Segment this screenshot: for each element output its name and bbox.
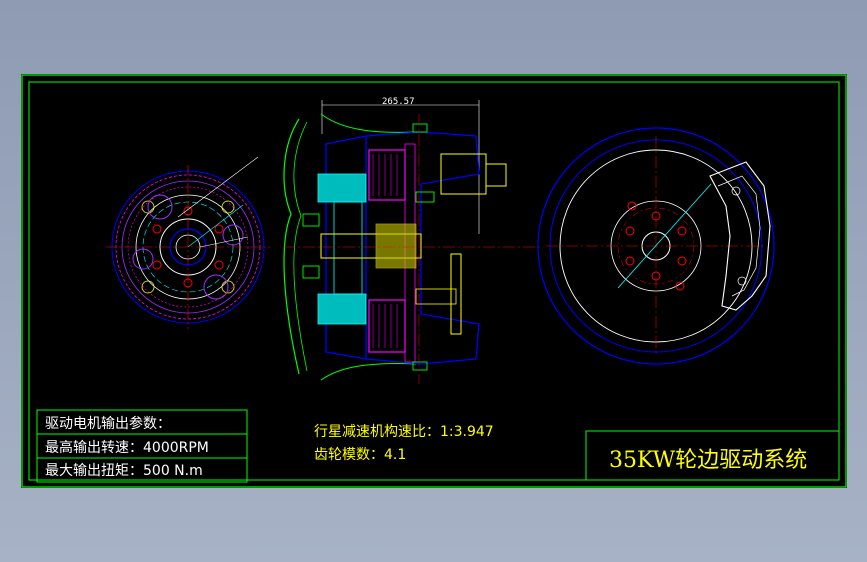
max-speed-label: 最高输出转速：4000RPM — [45, 440, 209, 456]
gear-module-label: 齿轮模数：4.1 — [314, 447, 407, 463]
drawing-sheet: 265.57 驱动电机输出参数： 最高输出转速：4000RPM 最大输出扭矩：5… — [21, 74, 847, 488]
drawing-title: 35KW轮边驱动系统 — [609, 448, 808, 473]
title-block — [585, 430, 840, 481]
motor-params-heading: 驱动电机输出参数： — [45, 416, 171, 432]
cad-drawing — [21, 74, 847, 488]
inner-border — [28, 81, 840, 481]
hub-flange-view — [106, 156, 270, 329]
dimension-label: 265.57 — [382, 97, 415, 107]
section-view — [283, 100, 541, 384]
outer-border — [21, 74, 847, 488]
parameter-table — [36, 409, 248, 483]
max-torque-label: 最大输出扭矩：500 N.m — [45, 463, 203, 479]
wheel-brake-view — [537, 127, 775, 365]
reduction-ratio-label: 行星减速机构速比：1:3.947 — [314, 424, 494, 440]
